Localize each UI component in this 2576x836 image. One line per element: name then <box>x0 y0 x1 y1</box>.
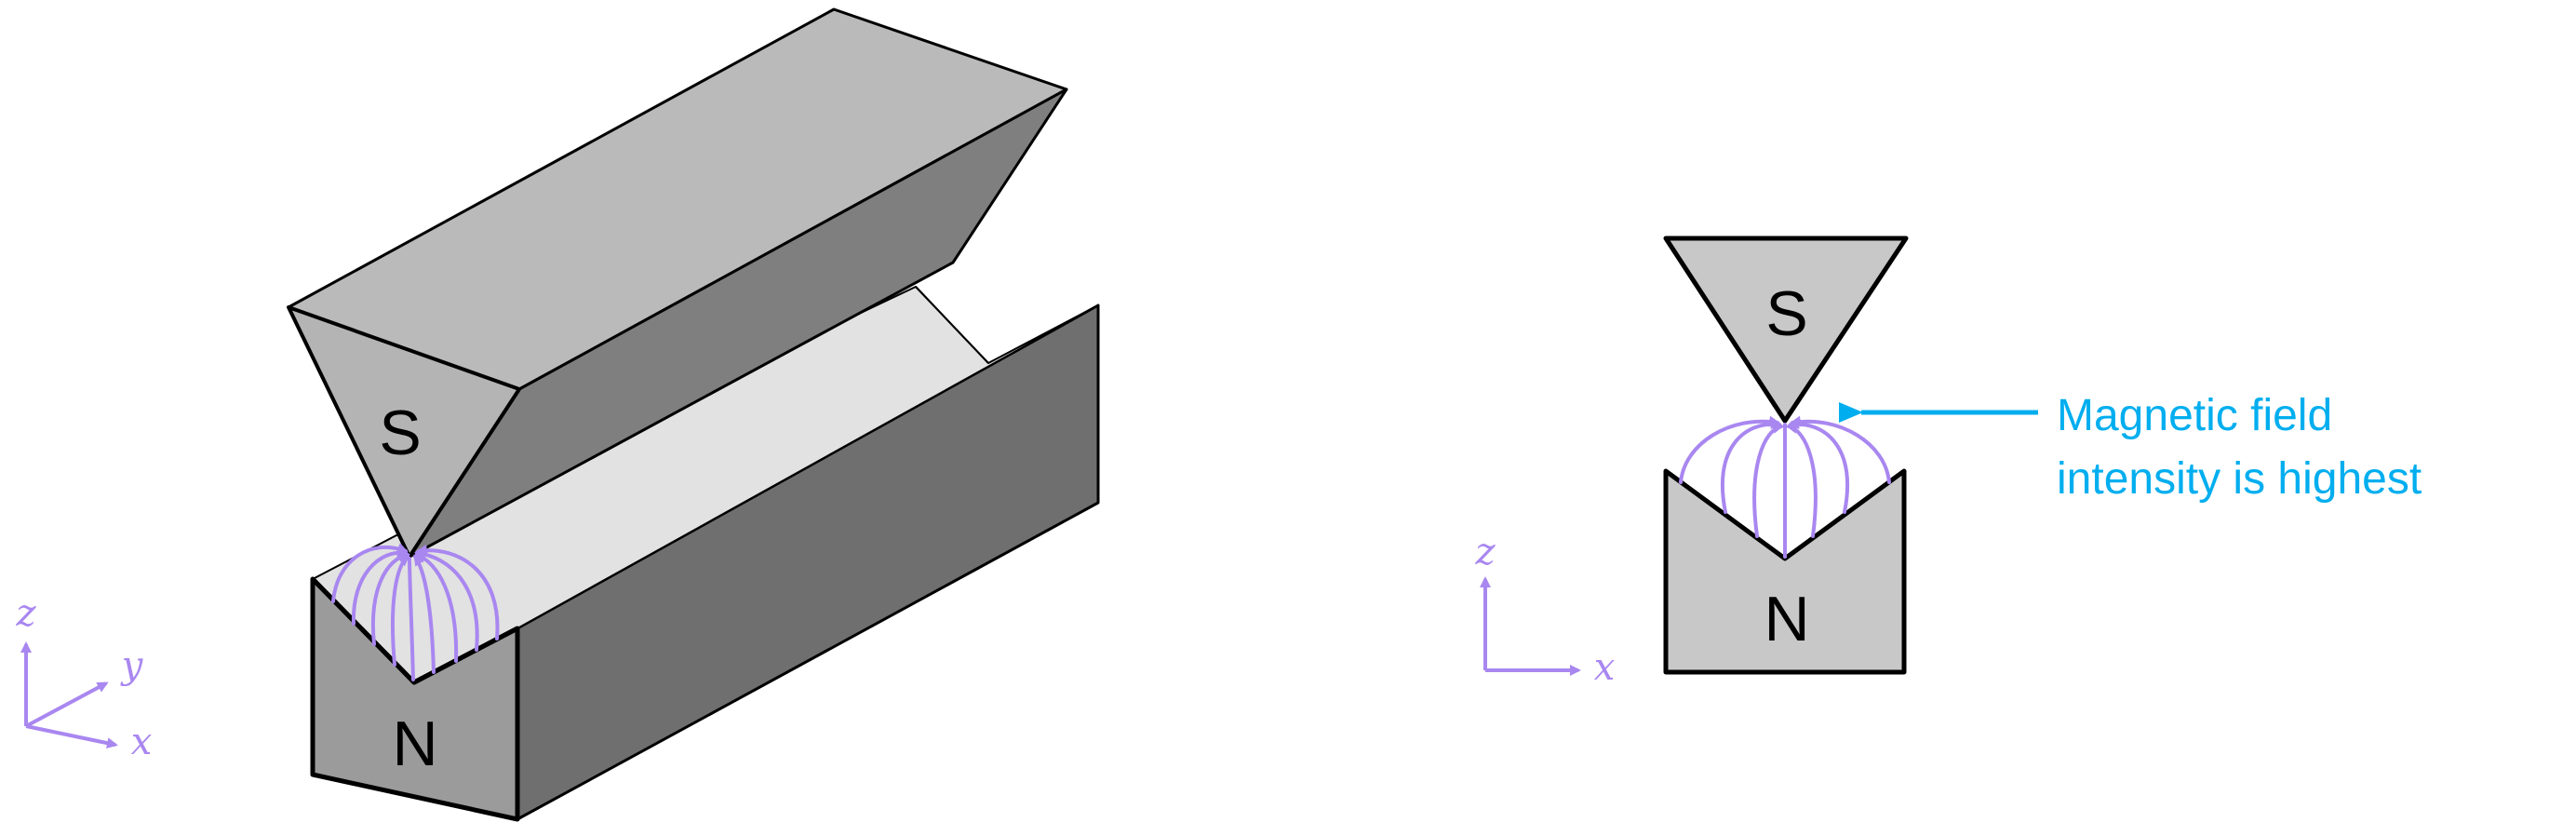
front-view: N S z x Magnetic field intensity is high… <box>1474 236 2422 689</box>
isometric-axes <box>20 641 118 749</box>
field-line <box>414 548 479 652</box>
y-axis-label: y <box>120 644 144 687</box>
front-field-lines <box>1679 415 1891 559</box>
front-north-pole-label: N <box>1764 584 1809 654</box>
front-x-axis-label: x <box>1594 646 1616 689</box>
field-line <box>351 546 409 626</box>
front-south-magnet <box>1663 236 1909 424</box>
field-line <box>416 544 500 640</box>
field-line <box>1752 423 1784 538</box>
x-axis-label: x <box>131 721 153 763</box>
north-magnet-block: N <box>310 286 1100 822</box>
north-magnet-notch <box>311 577 519 685</box>
field-line <box>1788 418 1850 514</box>
z-axis-label: z <box>15 592 36 635</box>
field-line <box>1720 418 1782 514</box>
front-z-axis-label: z <box>1474 531 1496 573</box>
field-line <box>1679 415 1780 484</box>
callout-text-line-1: Magnetic field <box>2057 391 2332 440</box>
isometric-field-lines <box>331 543 500 681</box>
field-line <box>1786 423 1818 538</box>
south-pole-label: S <box>379 398 421 468</box>
south-magnet-front-face <box>287 305 521 559</box>
isometric-view: N S z y x <box>15 7 1100 822</box>
north-pole-label: N <box>392 708 437 779</box>
front-north-magnet <box>1663 468 1907 675</box>
field-line <box>408 557 415 681</box>
callout-text-line-2: intensity is highest <box>2057 454 2422 504</box>
x-axis <box>25 724 118 749</box>
front-south-pole-label: S <box>1765 278 1807 349</box>
front-axes <box>1480 576 1581 676</box>
field-line <box>390 555 410 667</box>
field-line <box>331 543 409 603</box>
field-line <box>1790 415 1891 484</box>
south-magnet-block: S <box>287 7 1068 559</box>
y-axis <box>25 681 109 728</box>
